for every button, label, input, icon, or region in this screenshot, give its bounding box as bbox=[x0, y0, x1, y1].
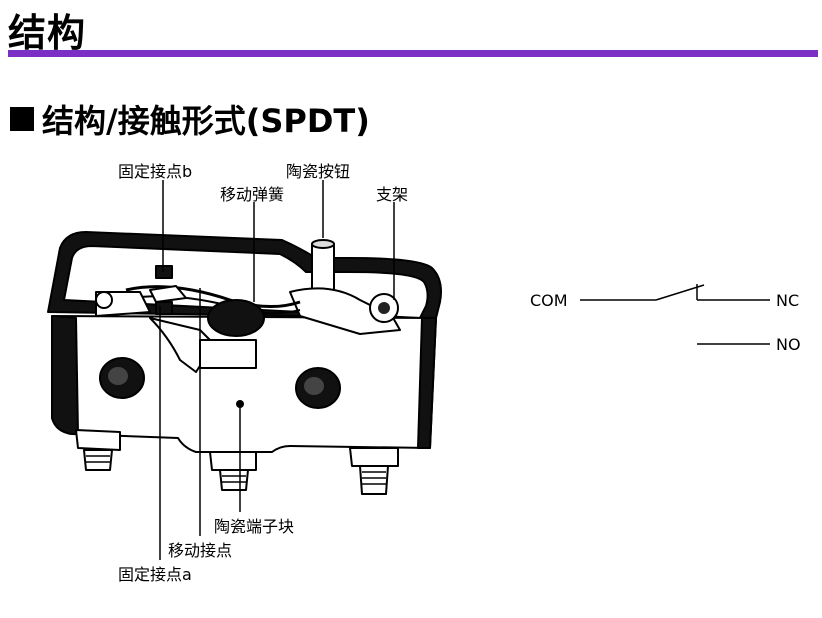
terminal-middle bbox=[209, 451, 257, 491]
fixed-contact-b-shape bbox=[155, 265, 173, 279]
label-fixed-contact-a: 固定接点a bbox=[118, 565, 192, 584]
label-moving-spring: 移动弹簧 bbox=[220, 185, 284, 204]
terminal-right bbox=[349, 447, 399, 495]
ceramic-button bbox=[311, 243, 335, 291]
section-heading-text: 结构/接触形式(SPDT) bbox=[42, 102, 370, 140]
spring-coil bbox=[207, 299, 265, 337]
moving-contact-shape bbox=[149, 285, 187, 303]
microswitch-illustration bbox=[47, 231, 442, 495]
label-moving-contact: 移动接点 bbox=[168, 541, 232, 560]
square-bullet-icon bbox=[10, 107, 34, 131]
spdt-circuit-symbol bbox=[580, 284, 770, 345]
section-heading: 结构/接触形式(SPDT) bbox=[10, 96, 370, 142]
label-bracket: 支架 bbox=[376, 185, 408, 204]
com-label: COM bbox=[530, 291, 568, 310]
label-fixed-contact-b: 固定接点b bbox=[118, 162, 192, 181]
bracket-plate bbox=[289, 287, 401, 335]
switch-blade bbox=[655, 284, 705, 301]
leader-lines bbox=[159, 180, 395, 560]
terminal-left bbox=[75, 429, 121, 471]
label-ceramic-terminal-block: 陶瓷端子块 bbox=[214, 517, 294, 536]
front-block-side-right bbox=[417, 317, 437, 449]
label-ceramic-button: 陶瓷按钮 bbox=[286, 162, 350, 181]
front-block-side bbox=[51, 315, 79, 435]
no-label: NO bbox=[776, 335, 801, 354]
fixed-contact-a-shape bbox=[155, 301, 173, 315]
nc-label: NC bbox=[776, 291, 799, 310]
title-underline bbox=[8, 50, 818, 57]
page-title: 结构 bbox=[8, 11, 87, 55]
